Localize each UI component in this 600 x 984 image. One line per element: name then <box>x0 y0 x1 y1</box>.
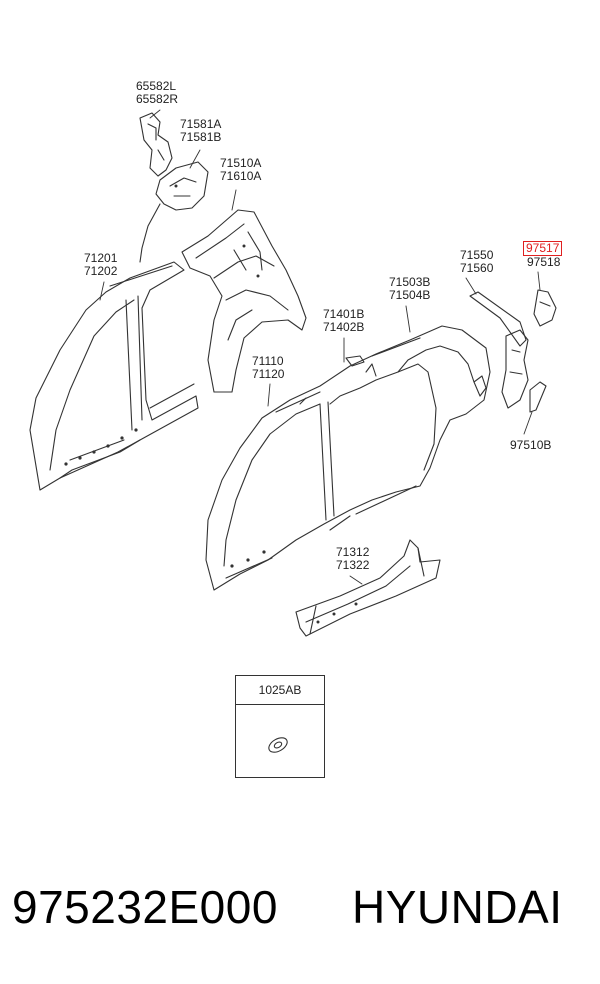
callout-65582-line1: 65582L <box>136 79 177 93</box>
callout-97517: 97517 97518 <box>523 241 563 269</box>
callout-65582: 65582L 65582R <box>136 80 178 106</box>
callout-71503-line1: 71503B <box>389 275 431 289</box>
panel-71510-shape <box>181 209 307 393</box>
bracket-97517-shape <box>533 289 557 327</box>
callout-71110-line2: 71120 <box>252 367 285 381</box>
callout-71110: 71110 71120 <box>252 355 284 381</box>
callout-71581-line2: 71581B <box>180 130 222 144</box>
callout-71110-line1: 71110 <box>252 354 284 368</box>
bracket-97510-shape <box>501 329 547 413</box>
callout-97510: 97510B <box>510 439 551 452</box>
callout-65582-line2: 65582R <box>136 92 179 106</box>
callout-71503-line2: 71504B <box>389 288 431 302</box>
reinforcement-71581-shape <box>139 161 209 263</box>
inset-part-box: 1025AB <box>235 675 325 778</box>
callout-71401-line1: 71401B <box>323 307 365 321</box>
callout-71312-line1: 71312 <box>336 545 370 559</box>
callout-71581-line1: 71581A <box>180 117 222 131</box>
callout-71312: 71312 71322 <box>336 546 369 572</box>
washer-1025AB-shape <box>268 737 288 753</box>
callout-71510: 71510A 71610A <box>220 157 261 183</box>
callout-71312-line2: 71322 <box>336 558 370 572</box>
sill-71312-shape <box>295 539 441 637</box>
callout-71550: 71550 71560 <box>460 249 493 275</box>
callout-71503: 71503B 71504B <box>389 276 430 302</box>
brand-name: HYUNDAI <box>352 881 563 933</box>
callout-71401-line2: 71402B <box>323 320 365 334</box>
callout-71550-line1: 71550 <box>460 248 494 262</box>
inset-part-label: 1025AB <box>236 676 324 705</box>
panel-71503-shape <box>205 325 491 591</box>
callout-71201-line2: 71202 <box>84 264 118 278</box>
panel-71201-shape <box>29 261 199 491</box>
rail-71550-shape <box>469 291 527 347</box>
bracket-65582-shape <box>139 112 173 177</box>
callout-71401: 71401B 71402B <box>323 308 364 334</box>
part-number: 975232E000 <box>12 881 278 933</box>
callout-97518: 97518 <box>527 255 561 269</box>
callout-97510-line1: 97510B <box>510 438 552 452</box>
callout-71201: 71201 71202 <box>84 252 117 278</box>
callout-71581: 71581A 71581B <box>180 118 221 144</box>
callout-71510-line1: 71510A <box>220 156 262 170</box>
callout-71550-line2: 71560 <box>460 261 494 275</box>
callout-71201-line1: 71201 <box>84 251 118 265</box>
callout-97517-highlighted: 97517 <box>523 241 563 256</box>
callout-71510-line2: 71610A <box>220 169 262 183</box>
